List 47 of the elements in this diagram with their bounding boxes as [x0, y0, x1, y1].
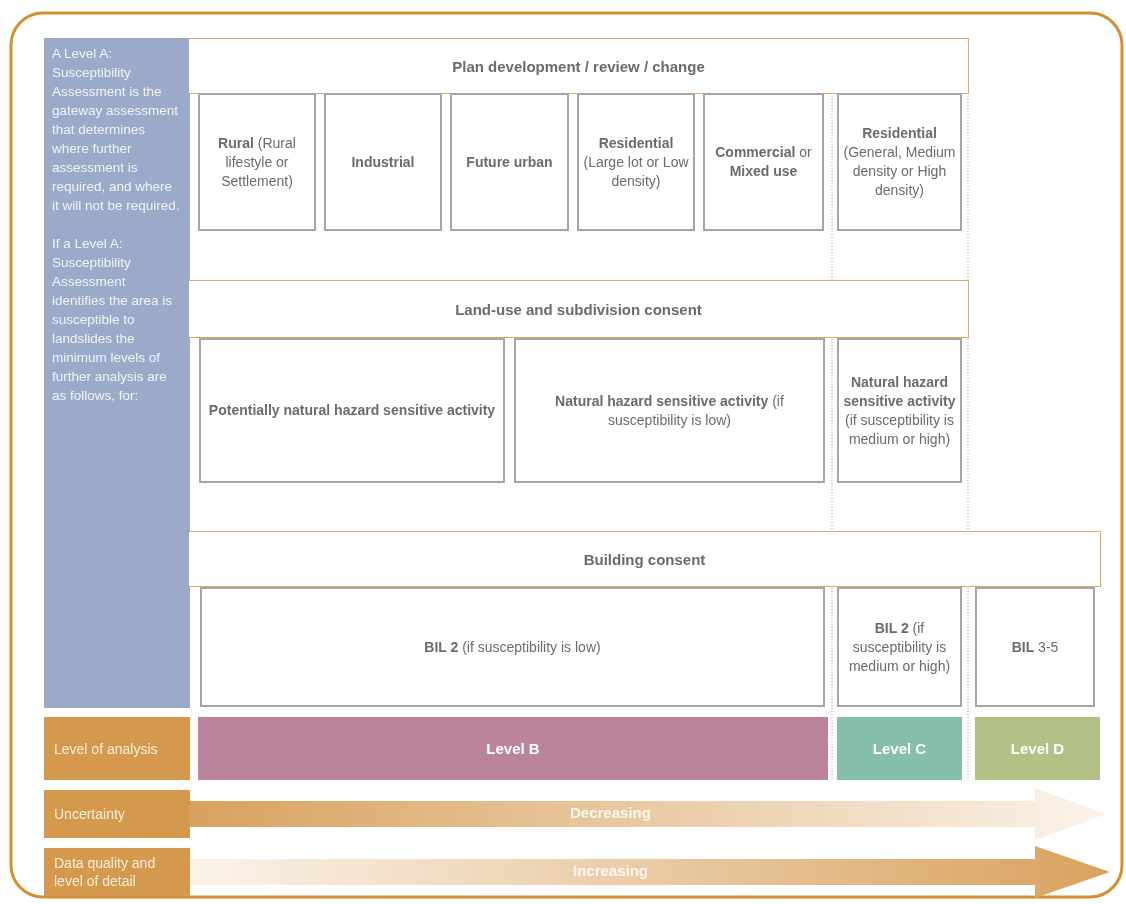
category-header — [189, 280, 969, 338]
arrow-label: Increasing — [573, 862, 649, 879]
requirement-box — [837, 587, 962, 707]
category-header — [189, 38, 969, 94]
zone-box — [450, 93, 569, 231]
box-label: BIL 2 (if susceptibility is medium or high) — [847, 618, 952, 676]
requirement-box — [200, 587, 825, 707]
level-bar — [975, 717, 1100, 780]
box-label: Rural (Rural lifestyle or Settlement) — [217, 133, 297, 191]
box-label: Level C — [872, 739, 927, 758]
box-label: BIL 3-5 — [1011, 637, 1059, 657]
activity-box — [837, 338, 962, 483]
box-label: Natural hazard sensitive activity (if susceptibility is medium or high) — [843, 372, 956, 449]
box-label: Building consent — [583, 549, 706, 569]
activity-box — [199, 338, 505, 483]
arrow-label: Decreasing — [570, 804, 651, 821]
zone-box — [837, 93, 962, 231]
box-label: Level B — [486, 739, 540, 758]
requirement-box — [975, 587, 1095, 707]
box-label: Data quality and level of detail — [54, 854, 157, 890]
level-bar — [198, 717, 828, 780]
box-label: Plan development / review / change — [452, 56, 705, 76]
box-label: Commercial or Mixed use — [714, 143, 813, 181]
zone-box — [324, 93, 442, 231]
box-label: Industrial — [351, 152, 415, 172]
box-label: Residential (General, Medium density or High density) — [843, 124, 956, 200]
box-label: BIL 2 (if susceptibility is low) — [424, 637, 601, 657]
info-panel — [44, 38, 190, 708]
row-header — [44, 717, 190, 780]
activity-box — [514, 338, 825, 483]
zone-box — [198, 93, 316, 231]
category-header — [189, 531, 1101, 587]
box-label: Land-use and subdivision consent — [455, 299, 702, 319]
description-text: A Level A: Susceptibility Assessment is the gateway assessment that determines where further assessment is required, and where it will not be required. — [52, 45, 181, 215]
zone-box — [577, 93, 695, 231]
description-text: If a Level A: Susceptibility Assessment identifies the area is susceptible to landslides the minimum levels of further analysis are as follows, for: — [52, 235, 174, 405]
row-header — [44, 790, 190, 838]
level-bar — [837, 717, 962, 780]
box-label: Uncertainty — [54, 805, 125, 823]
box-label: Residential (Large lot or Low density) — [583, 133, 689, 191]
box-label: Level of analysis — [54, 739, 158, 758]
zone-box — [703, 93, 824, 231]
box-label: Level D — [1010, 739, 1065, 758]
box-label: Natural hazard sensitive activity (if susceptibility is low) — [554, 391, 785, 430]
row-header — [44, 848, 190, 896]
box-label: Potentially natural hazard sensitive activity — [208, 401, 496, 420]
box-label: Future urban — [466, 152, 553, 172]
